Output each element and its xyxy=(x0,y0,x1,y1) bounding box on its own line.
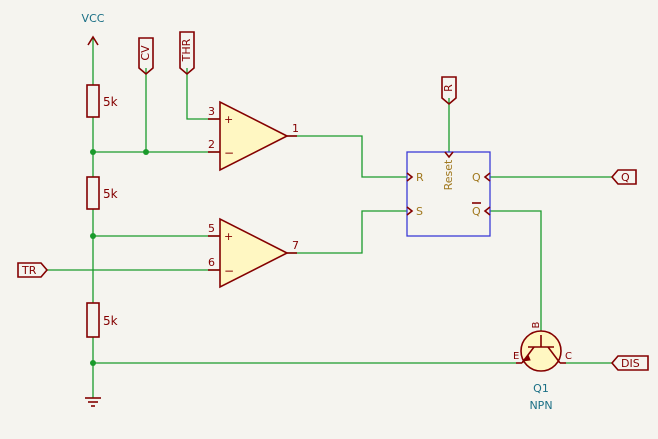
sr-flipflop[interactable]: R S Q Q Reset xyxy=(406,151,491,237)
comparator-lower[interactable]: + − 5 6 7 xyxy=(208,217,299,289)
label-q-text: Q xyxy=(621,171,630,184)
output-q-label: Q xyxy=(472,171,481,184)
plus-sign: + xyxy=(224,113,233,126)
pin-number: 3 xyxy=(208,105,215,118)
pin-number: 5 xyxy=(208,222,215,235)
label-tr-text: TR xyxy=(21,264,37,277)
label-r[interactable]: R xyxy=(441,76,457,106)
minus-sign: − xyxy=(224,264,234,278)
ground-symbol[interactable] xyxy=(85,397,101,407)
resistor-bottom[interactable]: 5k xyxy=(86,302,118,338)
pin-c-label: C xyxy=(565,351,572,362)
pin-number: 6 xyxy=(208,256,215,269)
output-qbar-label: Q xyxy=(472,205,481,218)
resistor-value: 5k xyxy=(103,95,118,109)
input-r-label: R xyxy=(416,171,424,184)
label-dis[interactable]: DIS xyxy=(610,355,649,371)
resistor-value: 5k xyxy=(103,187,118,201)
resistor-middle[interactable]: 5k xyxy=(86,176,118,210)
label-cv-text: CV xyxy=(139,45,152,61)
pin-number: 2 xyxy=(208,138,215,151)
junctions xyxy=(90,149,149,366)
transistor-ref: Q1 xyxy=(533,382,549,395)
junction-dot xyxy=(90,149,96,155)
junction-dot xyxy=(90,233,96,239)
minus-sign: − xyxy=(224,146,234,160)
transistor-type: NPN xyxy=(529,399,552,412)
label-tr[interactable]: TR xyxy=(17,262,49,278)
reset-label: Reset xyxy=(442,159,455,190)
comparator-upper[interactable]: + − 3 2 1 xyxy=(208,100,299,172)
resistor-top[interactable]: 5k xyxy=(86,84,118,118)
label-thr-text: THR xyxy=(180,38,193,62)
plus-sign: + xyxy=(224,230,233,243)
pin-e-label: E xyxy=(513,351,519,362)
pin-b-label: B xyxy=(531,321,542,328)
label-dis-text: DIS xyxy=(621,357,640,370)
label-cv[interactable]: CV xyxy=(138,37,154,76)
transistor-q1[interactable]: B E C Q1 NPN xyxy=(513,321,572,412)
vcc-symbol[interactable]: VCC xyxy=(82,12,105,46)
input-s-label: S xyxy=(416,205,423,218)
label-thr[interactable]: THR xyxy=(179,31,195,76)
pin-number: 7 xyxy=(292,239,299,252)
wires xyxy=(47,38,612,398)
junction-dot xyxy=(90,360,96,366)
vcc-label: VCC xyxy=(82,12,105,25)
label-q[interactable]: Q xyxy=(610,169,637,185)
junction-dot xyxy=(143,149,149,155)
resistor-value: 5k xyxy=(103,314,118,328)
label-r-text: R xyxy=(442,84,455,92)
pin-number: 1 xyxy=(292,122,299,135)
